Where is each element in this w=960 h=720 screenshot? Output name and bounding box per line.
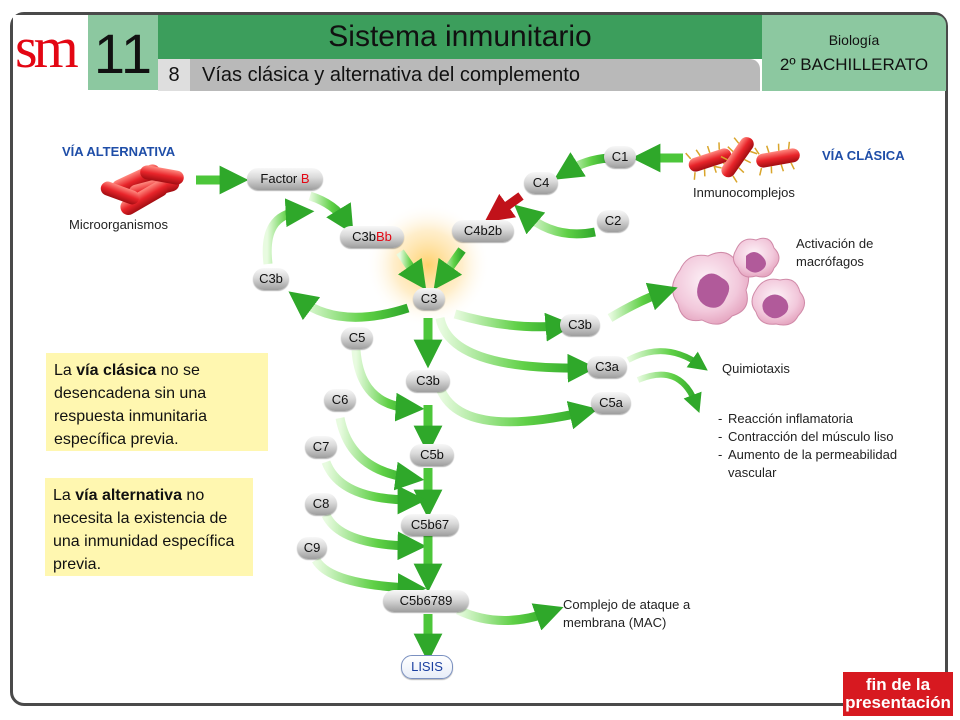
pathway-arrows (196, 143, 683, 663)
section-number-box (158, 59, 190, 91)
mac-complex-label: Complejo de ataque a membrana (MAC) (563, 597, 691, 630)
c5b-pill: C5b (410, 444, 454, 466)
inflammation-effects-list: -Reacción inflamatoria -Contracción del … (718, 410, 918, 482)
c7-pill: C7 (305, 436, 337, 458)
c9-pill: C9 (297, 537, 327, 559)
course-label: 2º BACHILLERATO (779, 55, 929, 74)
logo-box (13, 15, 88, 90)
lisis-pill: LISIS (401, 655, 453, 679)
c2-to-c4b2b-red-arrow (484, 192, 524, 223)
alternative-pathway-note: La vía alternativa no necesita la existe… (45, 478, 253, 576)
factor-b-pill: Factor B (247, 168, 323, 190)
c5b67-pill: C5b67 (401, 514, 459, 536)
end-line-2: presentación (845, 693, 951, 712)
subject-label: Biología (828, 32, 880, 48)
c6-pill: C6 (324, 389, 356, 411)
effect-arrows (626, 348, 708, 413)
effect-item: -Contracción del músculo liso (718, 429, 894, 444)
c2-pill: C2 (597, 210, 629, 232)
course-box (762, 15, 946, 91)
c1-pill: C1 (604, 146, 636, 168)
unit-number-box (88, 15, 158, 90)
c3bbb-pill: C3bBb (340, 226, 404, 248)
c5a-pill: C5a (591, 392, 631, 414)
unit-number: 11 (93, 22, 153, 85)
microorganisms-label: Microorganismos (69, 217, 168, 232)
c3-pill: C3 (413, 288, 445, 310)
end-presentation-button[interactable]: fin de la presentación (843, 672, 953, 716)
subtitle-bar (190, 59, 760, 91)
end-line-1: fin de la (865, 675, 931, 694)
macrophages-illustration (672, 237, 805, 326)
c3b-right-pill: C3b (560, 314, 600, 336)
effect-item: -Aumento de la permeabilidad vascular (718, 447, 898, 480)
c3b-left-pill: C3b (253, 268, 289, 290)
publisher-logo: sm (15, 15, 79, 80)
immunocomplexes-label: Inmunocomplejos (693, 185, 795, 200)
microorganisms-illustration (100, 164, 184, 215)
immunocomplexes-illustration (685, 137, 800, 183)
effect-item: -Reacción inflamatoria (718, 411, 854, 426)
classic-pathway-heading: VÍA CLÁSICA (822, 148, 905, 163)
c5b6789-pill: C5b6789 (383, 590, 469, 612)
macrophage-activation-label: Activación de macrófagos (796, 236, 874, 269)
classic-pathway-note: La vía clásica no se desencadena sin una… (46, 353, 268, 451)
title-bar (158, 15, 762, 59)
alternative-pathway-heading: VÍA ALTERNATIVA (62, 144, 176, 159)
c3a-pill: C3a (587, 356, 627, 378)
page-subtitle: Vías clásica y alternativa del complemen… (202, 64, 580, 86)
c3b-center-pill: C3b (406, 370, 450, 392)
c8-pill: C8 (305, 493, 337, 515)
c5-pill: C5 (341, 327, 373, 349)
page-title: Sistema inmunitario (328, 20, 592, 53)
c4-pill: C4 (524, 172, 558, 194)
chemotaxis-label: Quimiotaxis (722, 361, 790, 376)
c4b2b-pill: C4b2b (452, 220, 514, 242)
section-number: 8 (168, 64, 180, 86)
